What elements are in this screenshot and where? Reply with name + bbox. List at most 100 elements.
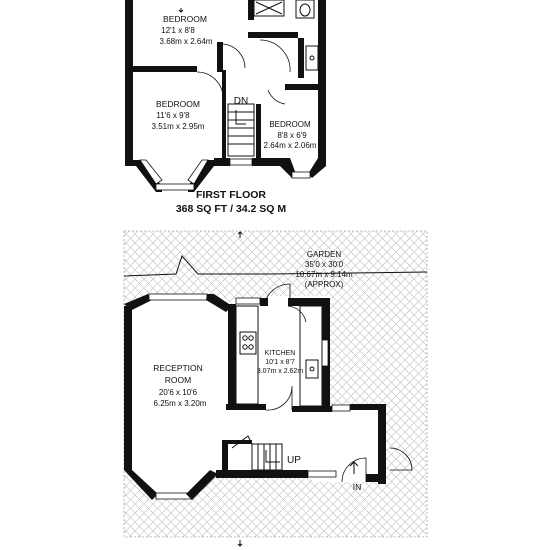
reception-left-wall <box>124 306 132 470</box>
kitchen-left-wall <box>228 304 236 410</box>
bedroom-divider-corner <box>217 42 223 72</box>
stairs-down-label: DN <box>234 96 248 107</box>
hob-ring-icon <box>242 335 248 341</box>
marker-icon <box>237 540 243 547</box>
kitchen-imperial: 10'1 x 8'7 <box>265 359 295 366</box>
small-bedroom-left-wall <box>256 104 261 160</box>
hob-ring-icon <box>248 335 254 341</box>
sink-icon <box>305 359 319 379</box>
kitchen-top-wall-a <box>260 298 268 306</box>
landing-window <box>229 158 253 166</box>
door-swing-icon <box>265 385 293 411</box>
hob-ring-icon <box>242 344 248 350</box>
bedroom-3-metric: 2.64m x 2.06m <box>264 141 317 150</box>
bay-wall-left <box>125 160 162 192</box>
reception-bay-top-right <box>206 294 232 312</box>
kitchen-worktop-right <box>299 305 323 407</box>
kitchen-top-wall-b <box>288 298 328 306</box>
first-floor-bottom-wall-a <box>214 158 230 166</box>
first-floor-area: 368 SQ FT / 34.2 SQ M <box>176 203 287 215</box>
marker-icon <box>178 8 184 13</box>
garden-metric: 10.67m x 9.14m <box>295 270 353 279</box>
bay-window-side-left <box>139 159 163 185</box>
bay-window <box>155 183 195 191</box>
bedroom-2-metric: 3.51m x 2.95m <box>152 122 205 131</box>
bedroom-divider-left <box>133 66 197 72</box>
kitchen-metric: 3.07m x 2.62m <box>257 368 303 375</box>
bedroom-3-label: BEDROOM <box>269 120 311 129</box>
hall-right-wall <box>378 404 386 484</box>
basin-icon <box>305 45 319 71</box>
door-swing-icon <box>196 71 224 97</box>
garden-imperial: 35'0 x 30'0 <box>305 260 344 269</box>
stairs-icon <box>227 103 255 157</box>
small-bedroom-top-wall <box>285 84 318 90</box>
hall-bottom-window <box>307 470 337 478</box>
kitchen-side-window <box>321 339 329 367</box>
shower-icon <box>255 1 283 15</box>
door-swing-icon <box>259 39 291 73</box>
bedroom-1-label: BEDROOM <box>163 14 207 24</box>
hall-window <box>331 404 351 412</box>
hall-bottom-right-wall <box>366 474 384 482</box>
kitchen-top-window-a <box>235 297 261 305</box>
stairs-icon <box>231 435 283 471</box>
kitchen-worktop <box>235 305 259 405</box>
boundary-line <box>123 255 428 277</box>
toilet-icon <box>295 0 315 19</box>
stair-wall-left <box>222 440 228 472</box>
toilet-bowl-icon <box>299 3 311 17</box>
reception-label-line2: ROOM <box>165 375 191 385</box>
entrance-arrow-icon <box>349 461 359 474</box>
bathroom-wall-left <box>248 0 254 20</box>
door-swing-icon <box>267 89 286 105</box>
bedroom-1-metric: 3.68m x 2.64m <box>160 37 213 46</box>
reception-bay-bottom-right <box>186 470 218 500</box>
reception-top-window <box>148 293 208 301</box>
stairs-up-label: UP <box>287 455 301 466</box>
reception-bay-top-left <box>124 294 152 310</box>
reception-metric: 6.25m x 3.20m <box>154 399 207 408</box>
bedroom-1-imperial: 12'1 x 8'8 <box>161 26 195 35</box>
bathroom-wall <box>248 32 298 38</box>
garden-label: GARDEN <box>307 250 341 259</box>
wc-wall <box>298 38 304 78</box>
bay-small-right <box>308 158 326 178</box>
stair-wall <box>222 70 226 160</box>
sink-drain-icon <box>309 366 315 372</box>
reception-label-line1: RECEPTION <box>153 363 203 373</box>
first-floor-plan: BEDROOM 12'1 x 8'8 3.68m x 2.64m BEDROOM… <box>125 0 326 215</box>
ground-floor-plan: GARDEN 35'0 x 30'0 10.67m x 9.14m (APPRO… <box>123 230 428 538</box>
first-floor-bottom-wall-b <box>252 158 282 166</box>
porch-door-icon <box>389 447 413 471</box>
first-floor-right-wall <box>318 0 326 166</box>
kitchen-label: KITCHEN <box>265 350 296 357</box>
bay-wall-right <box>188 160 222 192</box>
hall-top-wall <box>350 404 386 410</box>
first-floor-title: FIRST FLOOR <box>196 189 266 201</box>
marker-icon <box>237 231 243 238</box>
basin-tap-icon <box>309 55 315 61</box>
first-floor-left-wall <box>125 0 133 166</box>
shower-tray <box>253 0 285 17</box>
garden-note: (APPROX) <box>305 280 344 289</box>
hob-icon <box>239 331 257 355</box>
entrance-door-icon <box>341 457 367 483</box>
door-swing-icon <box>287 305 307 323</box>
kitchen-bottom-wall-b <box>292 406 332 412</box>
bedroom-2-label: BEDROOM <box>156 99 200 109</box>
entrance-label: IN <box>353 482 362 492</box>
bedroom-3-imperial: 8'8 x 6'9 <box>277 131 307 140</box>
ground-bottom-wall <box>216 470 308 478</box>
bay-small-window <box>291 171 311 179</box>
stair-wall-top <box>222 440 252 444</box>
bay-window-side-right <box>187 159 209 185</box>
house-footprint <box>126 296 378 494</box>
bedroom-2-imperial: 11'6 x 9'8 <box>156 111 190 120</box>
door-swing-icon <box>222 43 246 69</box>
reception-bay-bottom-left <box>124 470 158 500</box>
reception-imperial: 20'6 x 10'6 <box>159 388 198 397</box>
kitchen-bottom-wall-a <box>226 404 266 410</box>
door-swing-icon <box>263 283 291 307</box>
